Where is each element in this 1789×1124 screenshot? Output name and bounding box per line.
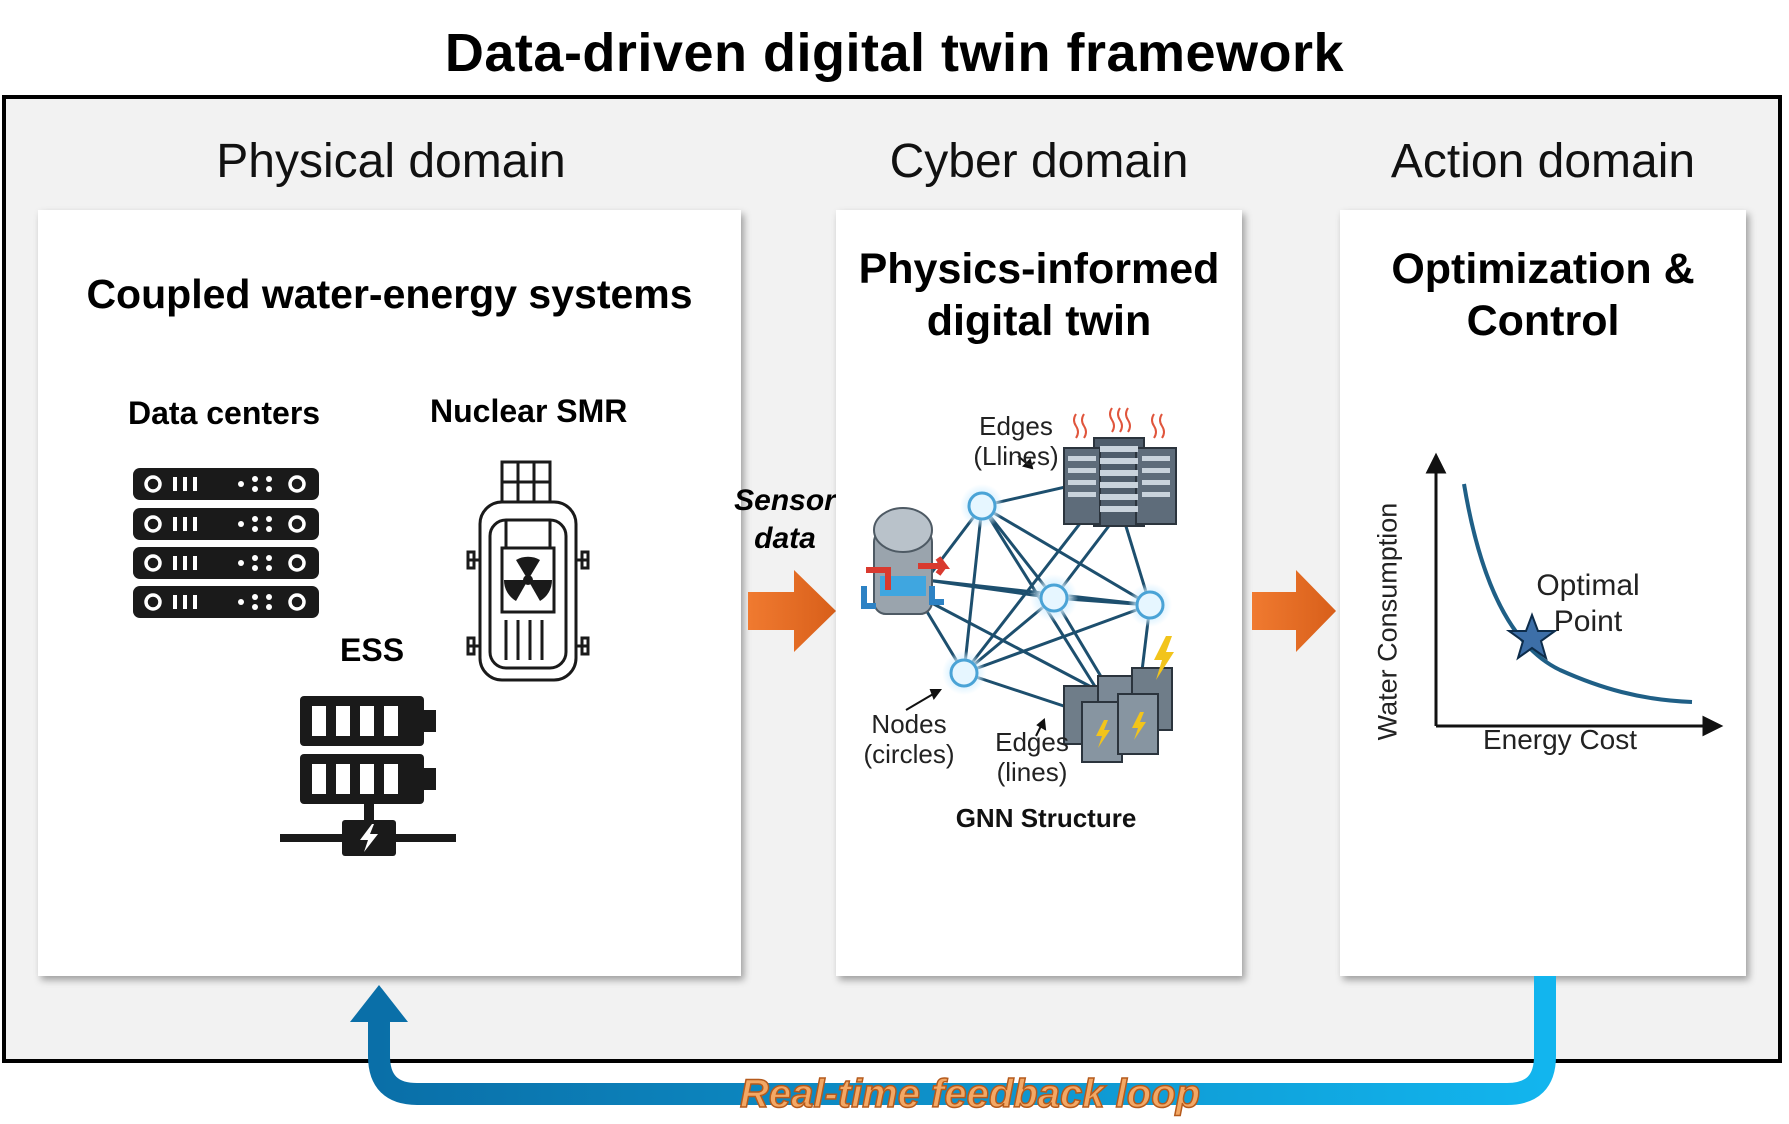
optimal-line1: Optimal bbox=[1536, 569, 1640, 602]
physical-panel-title: Coupled water-energy systems bbox=[86, 271, 693, 317]
server-rack-icon bbox=[133, 468, 319, 618]
gnn-nodes bbox=[942, 484, 1172, 695]
cyber-title-line2: digital twin bbox=[926, 296, 1152, 345]
physical-domain-title: Physical domain bbox=[216, 135, 566, 188]
optimal-line2: Point bbox=[1553, 605, 1623, 638]
physical-panel: Coupled water-energy systems Data center… bbox=[38, 210, 741, 976]
action-domain-title: Action domain bbox=[1390, 135, 1696, 188]
cyber-domain-title: Cyber domain bbox=[889, 135, 1189, 188]
x-axis-label: Energy Cost bbox=[1482, 724, 1638, 755]
server-node-icon bbox=[1063, 407, 1177, 527]
edges-bottom-line1: Edges bbox=[995, 727, 1069, 757]
sensor-label-line2: data bbox=[754, 522, 816, 555]
edges-bottom-line2: (lines) bbox=[996, 756, 1068, 787]
cyber-panel: Physics-informed digital twin bbox=[836, 210, 1242, 976]
optimal-point-label: Optimal Point bbox=[1518, 568, 1658, 640]
main-title: Data-driven digital twin framework bbox=[444, 23, 1345, 83]
pareto-curve bbox=[1462, 483, 1693, 704]
edges-bottom-label: Edges (lines) bbox=[982, 727, 1082, 788]
nuclear-smr-label: Nuclear SMR bbox=[430, 393, 628, 429]
action-title-line2: Control bbox=[1466, 296, 1620, 345]
battery-node-icon bbox=[1063, 636, 1174, 763]
action-arrow-icon bbox=[1252, 570, 1336, 652]
sensor-label-line1: Sensor bbox=[734, 484, 836, 517]
edges-top-label: Edges (Llines) bbox=[966, 411, 1066, 472]
pareto-plot bbox=[1425, 452, 1724, 737]
action-panel: Optimization & Control Water Consumption… bbox=[1340, 210, 1746, 976]
cyber-title-line1: Physics-informed bbox=[858, 245, 1220, 293]
nodes-line1: Nodes bbox=[871, 709, 947, 739]
optimal-point-star bbox=[1505, 612, 1559, 661]
gnn-graph bbox=[861, 407, 1177, 763]
cyber-panel-title: Physics-informed digital twin bbox=[836, 244, 1242, 347]
action-panel-title: Optimization & Control bbox=[1340, 244, 1746, 347]
action-title-line1: Optimization & bbox=[1391, 245, 1695, 293]
gnn-caption: GNN Structure bbox=[955, 803, 1137, 833]
nodes-label: Nodes (circles) bbox=[854, 709, 964, 770]
edges-top-line1: Edges bbox=[979, 411, 1053, 441]
ess-label: ESS bbox=[340, 632, 405, 668]
feedback-loop-label: Real-time feedback loop bbox=[739, 1071, 1201, 1117]
sensor-arrow-icon bbox=[748, 570, 836, 652]
sensor-data-label: Sensor data bbox=[728, 482, 842, 558]
energy-storage-icon bbox=[280, 696, 456, 856]
data-centers-label: Data centers bbox=[128, 395, 321, 431]
edges-top-line2: (Llines) bbox=[973, 440, 1059, 471]
reactor-node-icon bbox=[861, 507, 950, 615]
nuclear-reactor-icon bbox=[466, 460, 590, 682]
nodes-line2: (circles) bbox=[863, 738, 955, 769]
